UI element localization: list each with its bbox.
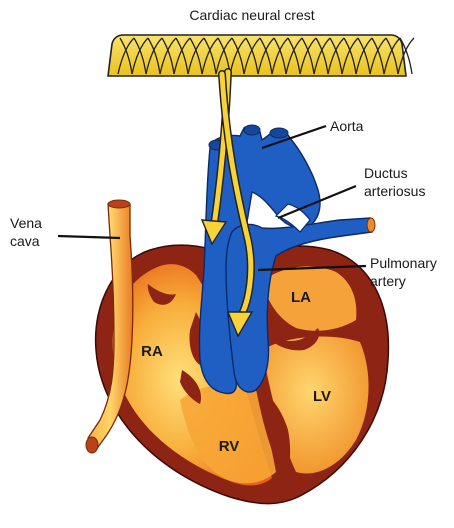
label-la: LA — [291, 289, 311, 306]
neural-crest-band — [108, 35, 414, 76]
label-lv: LV — [313, 388, 331, 405]
label-vena-line1: Vena — [10, 215, 42, 231]
label-vena-line2: cava — [10, 233, 40, 249]
label-ductus-line2: arteriosus — [364, 183, 425, 199]
label-rv: RV — [219, 438, 240, 455]
label-cardiac-neural-crest: Cardiac neural crest — [189, 7, 314, 23]
label-aorta: Aorta — [330, 118, 364, 134]
label-pulmonary-line1: Pulmonary — [370, 255, 437, 271]
label-ductus-line1: Ductus — [364, 165, 408, 181]
label-pulmonary-line2: artery — [370, 273, 406, 289]
label-ra: RA — [141, 343, 163, 360]
